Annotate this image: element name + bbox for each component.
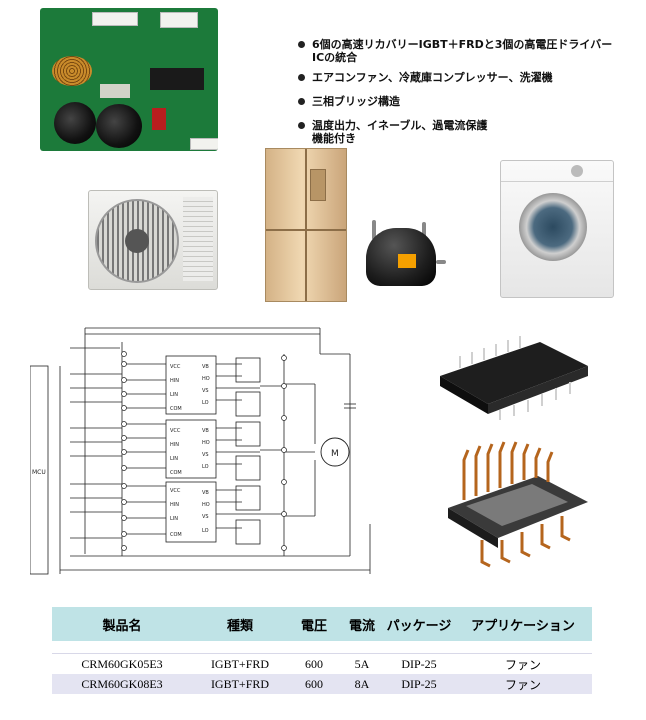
mcu-block xyxy=(30,365,49,575)
washing-machine-image xyxy=(500,160,614,298)
product-table: 製品名 種類 電圧 電流 パッケージ アプリケーション CRM60GK05E3 … xyxy=(52,607,592,694)
motor-symbol xyxy=(320,437,350,467)
cell-product: CRM60GK08E3 xyxy=(52,674,192,694)
ic-out-label: HO xyxy=(202,376,210,382)
ic-pin-label: VCC xyxy=(170,428,181,434)
cell-current: 8A xyxy=(340,674,384,694)
cell-application: ファン xyxy=(454,653,592,674)
table-row: CRM60GK05E3 IGBT+FRD 600 5A DIP-25 ファン xyxy=(52,653,592,674)
cell-product: CRM60GK05E3 xyxy=(52,653,192,674)
cell-current: 5A xyxy=(340,653,384,674)
ic-out-label: VS xyxy=(202,514,209,520)
ic-pin-label: COM xyxy=(170,406,182,412)
feature-item: 6個の高速リカバリーIGBT＋FRDと3個の高電圧ドライバー ICの統合 xyxy=(298,38,628,64)
ic-pin-label: COM xyxy=(170,532,182,538)
ic-out-label: VB xyxy=(202,364,209,370)
ic-pin-label: HIN xyxy=(170,378,179,384)
ipm-module-image xyxy=(440,336,588,420)
refrigerator-image xyxy=(265,148,347,302)
mcu-label: MCU xyxy=(32,469,46,476)
feature-item: エアコンファン、冷蔵庫コンプレッサー、洗濯機 xyxy=(298,71,628,84)
feature-list: 6個の高速リカバリーIGBT＋FRDと3個の高電圧ドライバー ICの統合 エアコ… xyxy=(298,38,628,152)
ic-out-label: HO xyxy=(202,440,210,446)
cell-package: DIP-25 xyxy=(384,653,454,674)
bullet-icon xyxy=(298,41,305,48)
ic-pin-label: HIN xyxy=(170,502,179,508)
ic-pin-label: VCC xyxy=(170,488,181,494)
motor-label: M xyxy=(331,449,339,459)
ic-out-label: VS xyxy=(202,452,209,458)
col-header-current: 電流 xyxy=(340,607,384,641)
ic-pin-label: LIN xyxy=(170,456,178,462)
ic-pin-label: LIN xyxy=(170,516,178,522)
ic-pin-label: COM xyxy=(170,470,182,476)
ic-pin-label: HIN xyxy=(170,442,179,448)
cell-voltage: 600 xyxy=(288,674,340,694)
ic-out-label: LO xyxy=(202,400,209,406)
table-header-row: 製品名 種類 電圧 電流 パッケージ アプリケーション xyxy=(52,607,592,641)
ic-out-label: VS xyxy=(202,388,209,394)
cell-type: IGBT+FRD xyxy=(192,653,288,674)
bullet-icon xyxy=(298,122,305,129)
ic-out-label: VB xyxy=(202,428,209,434)
ic-out-label: LO xyxy=(202,464,209,470)
col-header-package: パッケージ xyxy=(384,607,454,641)
cell-type: IGBT+FRD xyxy=(192,674,288,694)
ic-pin-label: LIN xyxy=(170,392,178,398)
cell-package: DIP-25 xyxy=(384,674,454,694)
table-row: CRM60GK08E3 IGBT+FRD 600 8A DIP-25 ファン xyxy=(52,674,592,694)
ic-out-label: VB xyxy=(202,490,209,496)
ic-pin-label: VCC xyxy=(170,364,181,370)
feature-item: 三相ブリッジ構造 xyxy=(298,95,628,108)
ic-out-label: HO xyxy=(202,502,210,508)
cell-application: ファン xyxy=(454,674,592,694)
cell-voltage: 600 xyxy=(288,653,340,674)
compressor-image xyxy=(362,220,446,292)
ipm-cutaway-image xyxy=(448,441,588,568)
circuit-diagram: MCU M VCC HIN LIN COM VCC HIN LIN COM VC… xyxy=(30,327,371,575)
air-conditioner-image xyxy=(88,190,218,290)
col-header-voltage: 電圧 xyxy=(288,607,340,641)
pcb-board-image xyxy=(40,8,218,151)
col-header-product: 製品名 xyxy=(52,607,192,641)
col-header-type: 種類 xyxy=(192,607,288,641)
feature-item: 温度出力、イネーブル、過電流保護 機能付き xyxy=(298,119,628,145)
col-header-application: アプリケーション xyxy=(454,607,592,641)
bullet-icon xyxy=(298,98,305,105)
ic-out-label: LO xyxy=(202,528,209,534)
bullet-icon xyxy=(298,74,305,81)
